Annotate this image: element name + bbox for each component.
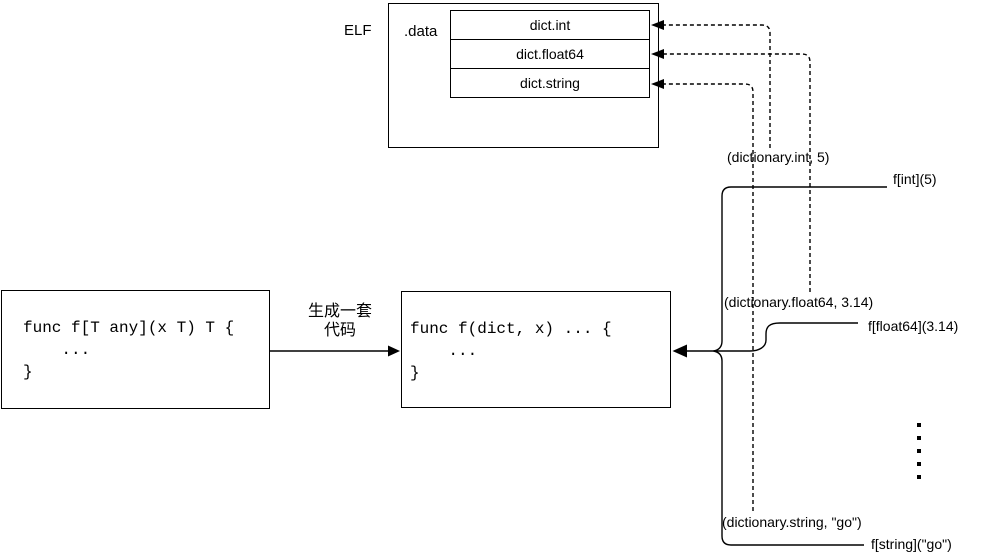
dict-entry-string: dict.string — [451, 68, 649, 97]
dict-entry-float64-label: dict.float64 — [516, 46, 584, 63]
vertical-ellipsis — [917, 423, 921, 479]
generated-box-arrowhead — [672, 344, 687, 358]
call-args-label-string: (dictionary.string, "go") — [722, 514, 862, 530]
codegen-arrow-label: 生成一套 代码 — [307, 303, 372, 339]
call-args-label-float64: (dictionary.float64, 3.14) — [724, 294, 874, 310]
float64-feed-line — [684, 322, 858, 352]
dict-table: dict.int dict.float64 dict.string — [450, 10, 650, 99]
call-trunk-line — [713, 186, 887, 546]
dict-entry-int-label: dict.int — [529, 17, 571, 34]
dict-entry-float64: dict.float64 — [451, 39, 649, 68]
call-site-label-string: f[string]("go") — [871, 536, 952, 552]
dict-int-pointer-line — [656, 24, 771, 148]
generated-func-code: func f(dict, x) ... { ... } — [410, 320, 612, 382]
generic-func-box: func f[T any](x T) T { ... } — [1, 290, 270, 409]
generated-func-box: func f(dict, x) ... { ... } — [401, 291, 671, 408]
codegen-arrowhead — [388, 345, 400, 357]
call-site-label-float64: f[float64](3.14) — [868, 318, 959, 334]
call-site-label-int: f[int](5) — [893, 171, 937, 187]
elf-label: ELF — [344, 22, 372, 39]
dict-float64-pointer-line — [656, 53, 811, 292]
call-args-label-int: (dictionary.int, 5) — [727, 149, 830, 165]
dict-entry-int: dict.int — [451, 11, 649, 39]
data-section-label: .data — [404, 23, 438, 40]
dict-entry-string-label: dict.string — [520, 75, 580, 92]
generic-func-code: func f[T any](x T) T { ... } — [23, 319, 235, 381]
